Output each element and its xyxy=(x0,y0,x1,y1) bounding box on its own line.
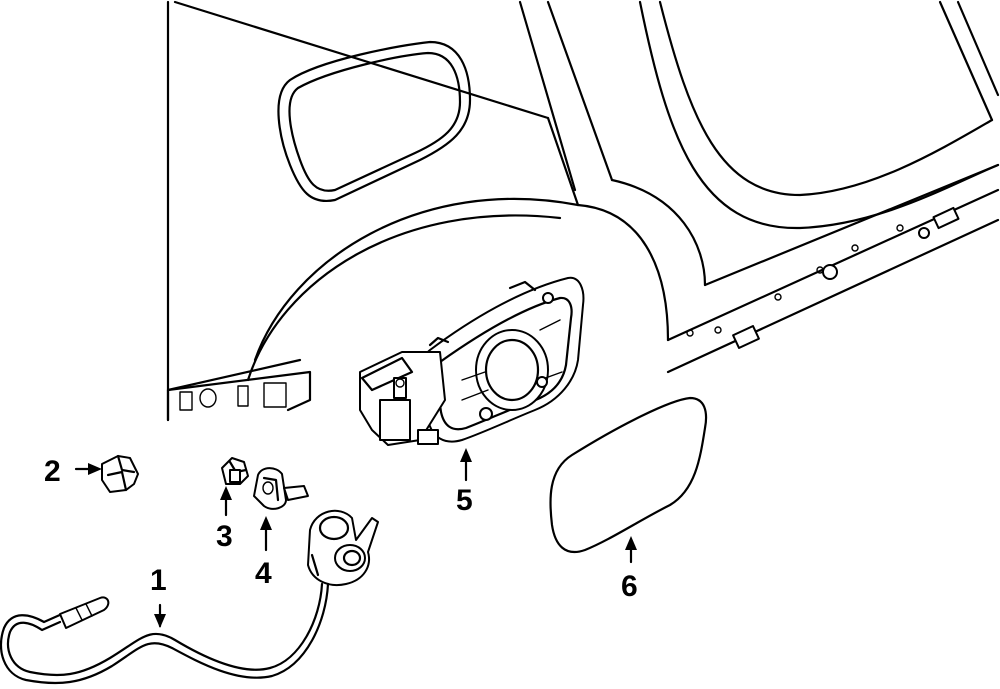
callout-6: 6 xyxy=(621,570,638,603)
callout-5: 5 xyxy=(456,484,473,517)
callout-labels: 1 2 3 4 5 6 xyxy=(44,455,638,603)
release-cable-assembly xyxy=(0,509,379,685)
callout-1: 1 xyxy=(150,564,167,597)
clip-part xyxy=(101,454,139,493)
quarter-window xyxy=(277,40,472,203)
callout-4: 4 xyxy=(255,557,272,590)
bracket-part xyxy=(221,457,249,485)
quarter-panel xyxy=(166,0,1000,422)
callout-3: 3 xyxy=(216,520,233,553)
fuel-filler-housing xyxy=(359,276,585,446)
fuel-door xyxy=(549,396,708,553)
callout-2: 2 xyxy=(44,455,61,488)
callout-leaders xyxy=(74,448,637,628)
actuator-housing xyxy=(253,467,309,510)
